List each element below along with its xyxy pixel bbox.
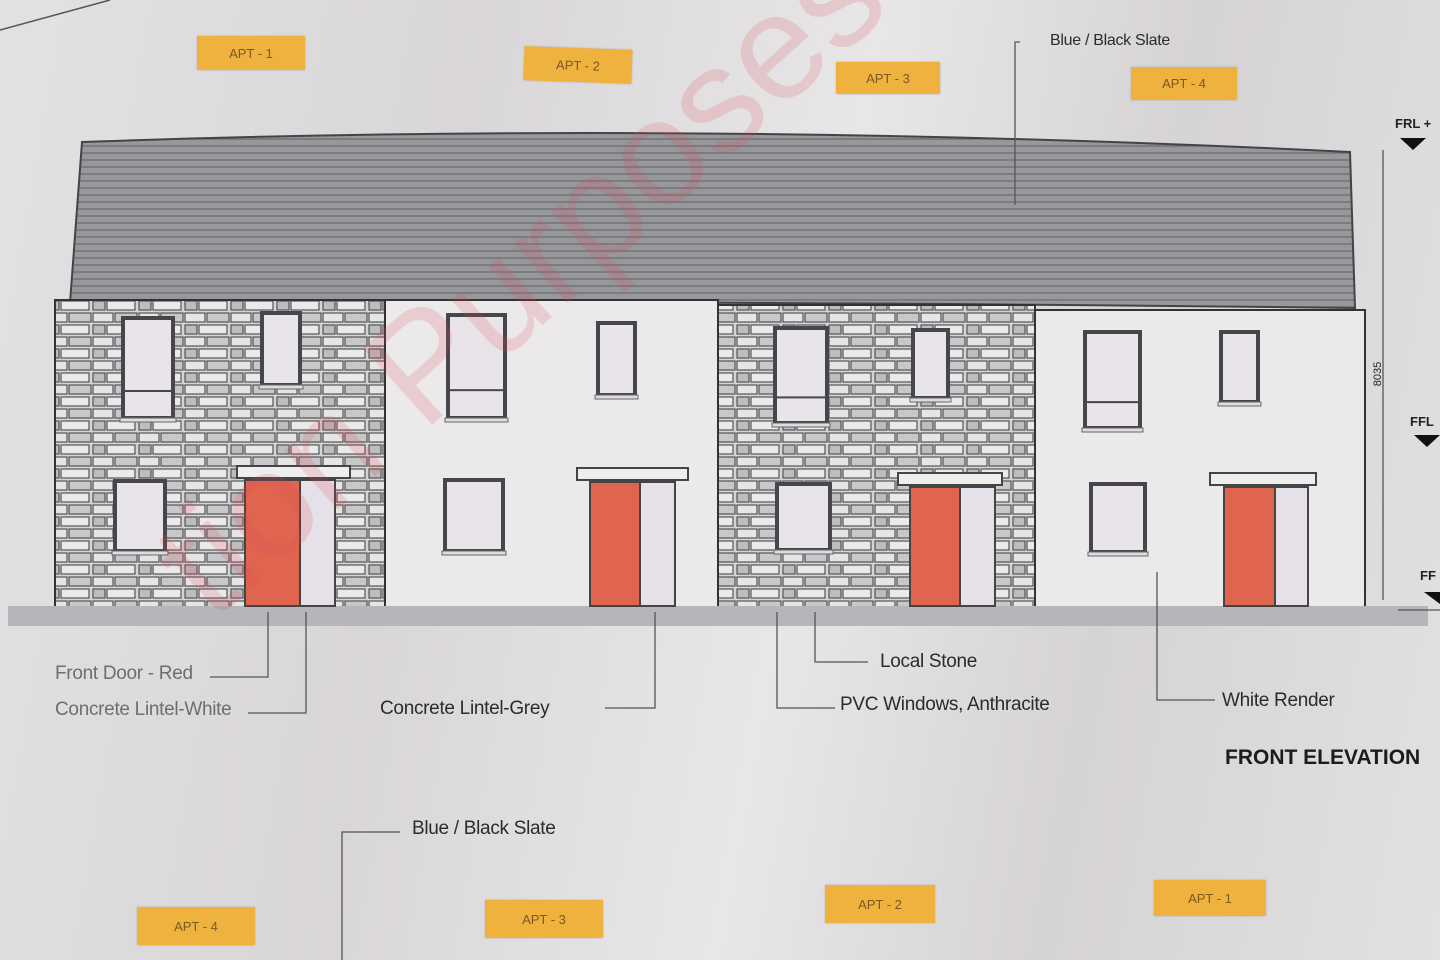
door-sidelight bbox=[299, 479, 336, 607]
window-sill bbox=[909, 397, 952, 403]
roof-material-label: Blue / Black Slate bbox=[1050, 32, 1170, 49]
door-lintel bbox=[236, 465, 351, 479]
door-lintel bbox=[1209, 472, 1317, 486]
apt-tag-3-lower: APT - 3 bbox=[485, 900, 603, 938]
window-transom bbox=[777, 396, 825, 399]
window bbox=[1083, 330, 1142, 430]
window bbox=[911, 328, 950, 400]
window bbox=[260, 311, 302, 387]
apt-tag-2: APT - 2 bbox=[523, 46, 633, 84]
window-sill bbox=[258, 384, 304, 390]
lintel-grey-label: Concrete Lintel-Grey bbox=[380, 698, 550, 719]
window bbox=[113, 479, 167, 553]
window bbox=[1089, 482, 1147, 554]
ground-plinth bbox=[8, 606, 1428, 626]
apt-tag-1: APT - 1 bbox=[197, 36, 305, 70]
door-sidelight bbox=[959, 486, 996, 607]
window-sill bbox=[444, 417, 509, 423]
window-sill bbox=[771, 422, 831, 428]
window-sill bbox=[119, 417, 177, 423]
ffl-ground-level: FF bbox=[1420, 568, 1436, 583]
front-door bbox=[1223, 486, 1276, 607]
apt-tag-2-lower: APT - 2 bbox=[825, 885, 935, 923]
door-lintel bbox=[897, 472, 1003, 486]
door-lintel bbox=[576, 467, 689, 481]
front-door bbox=[244, 479, 301, 607]
apt-tag-4: APT - 4 bbox=[1131, 67, 1237, 100]
drawing-title: FRONT ELEVATION bbox=[1225, 746, 1421, 769]
frl-level: FRL + bbox=[1395, 116, 1432, 131]
window-transom bbox=[125, 390, 171, 392]
door-sidelight bbox=[639, 481, 676, 607]
window bbox=[775, 482, 832, 552]
front-door bbox=[589, 481, 641, 607]
door-sidelight bbox=[1274, 486, 1309, 607]
white-render-label: White Render bbox=[1222, 690, 1335, 711]
window bbox=[596, 321, 637, 397]
apt-tag-3: APT - 3 bbox=[836, 62, 940, 94]
pvc-windows-label: PVC Windows, Anthracite bbox=[840, 694, 1050, 715]
ffl-upper-level: FFL bbox=[1410, 414, 1434, 429]
apt-tag-4-lower: APT - 4 bbox=[137, 907, 255, 945]
window-sill bbox=[1217, 401, 1262, 407]
window bbox=[121, 316, 175, 420]
local-stone-label: Local Stone bbox=[880, 651, 978, 672]
height-dimension: 8035 bbox=[1372, 361, 1385, 387]
front-door-label: Front Door - Red bbox=[55, 663, 193, 684]
lintel-white-label: Concrete Lintel-White bbox=[55, 699, 232, 720]
window bbox=[446, 313, 507, 420]
slate-roof bbox=[68, 132, 1357, 310]
window-sill bbox=[111, 550, 169, 556]
window-sill bbox=[1081, 427, 1144, 433]
window bbox=[1219, 330, 1260, 404]
window bbox=[773, 326, 829, 425]
apt-tag-1-lower: APT - 1 bbox=[1154, 880, 1266, 916]
window-transom bbox=[450, 389, 503, 392]
window-sill bbox=[594, 394, 639, 400]
front-door bbox=[909, 486, 961, 607]
roof-material-label-lower: Blue / Black Slate bbox=[412, 818, 556, 839]
window bbox=[443, 478, 505, 553]
window-sill bbox=[1087, 551, 1149, 557]
window-sill bbox=[441, 550, 507, 556]
window-transom bbox=[1087, 401, 1138, 404]
window-sill bbox=[773, 549, 834, 555]
